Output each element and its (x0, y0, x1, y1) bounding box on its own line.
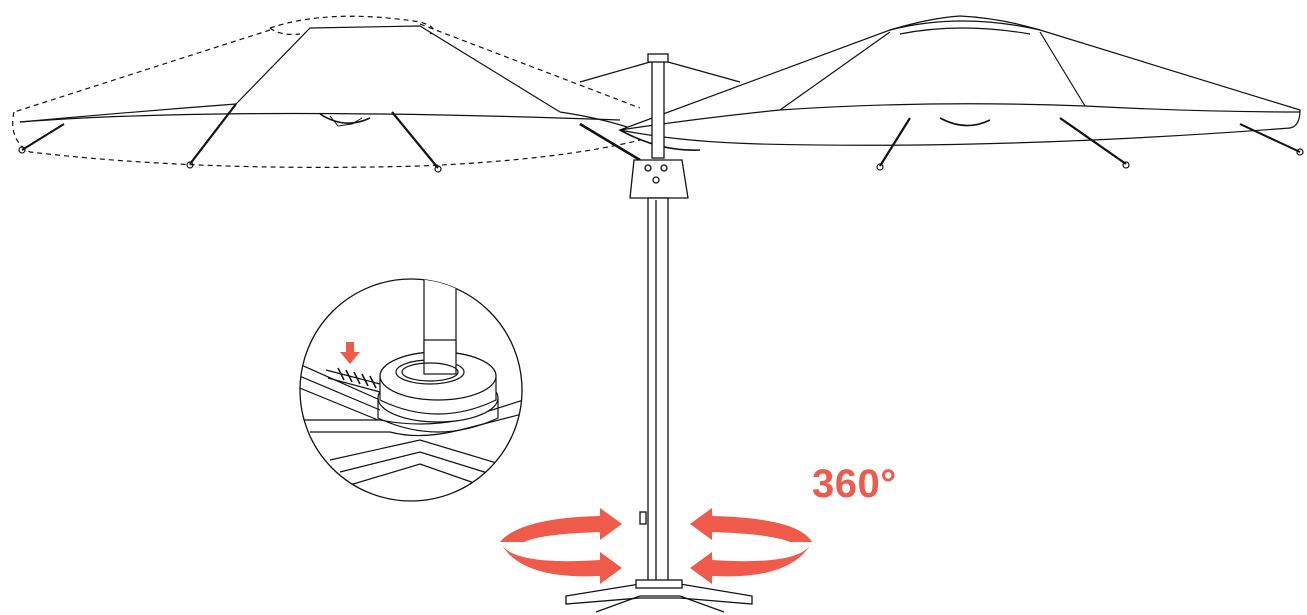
umbrella-left-canopy-ghost (12, 15, 641, 173)
center-pole (579, 53, 741, 587)
rotation-arrows (500, 508, 812, 584)
press-arrow-icon (340, 342, 360, 364)
umbrella-right-canopy (617, 15, 1304, 171)
base-lock-detail-inset (299, 278, 523, 502)
rotation-label: 360° (812, 462, 897, 506)
cross-base (565, 579, 753, 613)
